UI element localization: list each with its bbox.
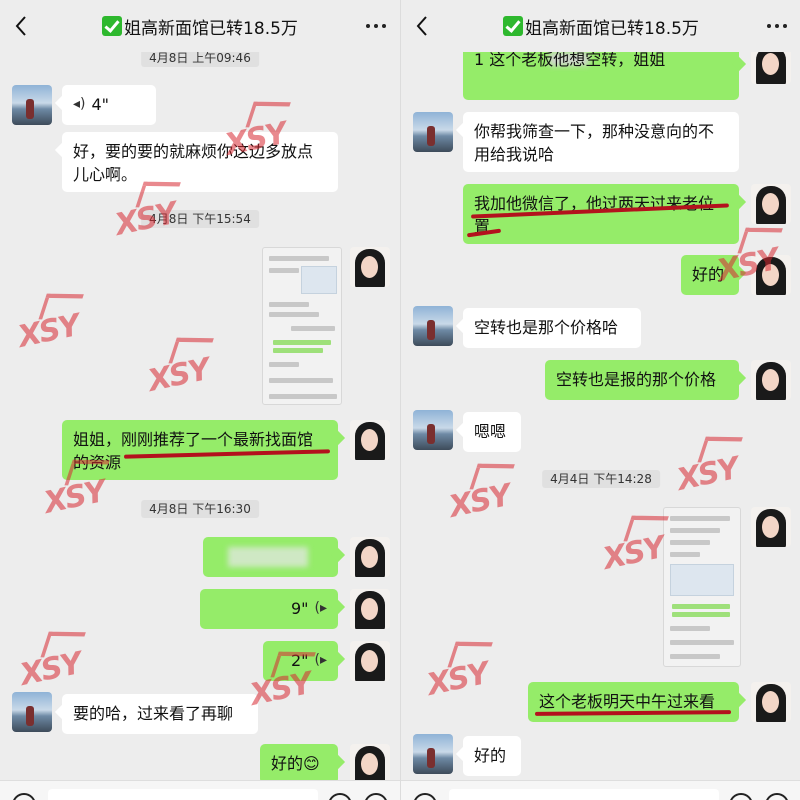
message-text: 嗯嗯 <box>474 422 507 441</box>
more-icon[interactable] <box>366 24 386 28</box>
watermark: XSY <box>674 451 741 498</box>
message-bubble[interactable]: 好的 <box>463 736 521 776</box>
redacted-area <box>228 547 308 567</box>
message-text: 你帮我筛查一下，那种没意向的不用给我说哈 <box>474 122 715 164</box>
watermark: XSY <box>41 474 108 521</box>
avatar-contact[interactable] <box>413 410 453 450</box>
message-text: 好，要的要的就麻烦你这边多放点儿心啊。 <box>73 142 314 184</box>
avatar-self[interactable] <box>751 682 791 722</box>
check-icon <box>503 16 524 36</box>
voice-duration: 2" <box>290 651 309 670</box>
message-text: 这个老板明天中午过来看 <box>539 692 716 711</box>
message-text: 1 这个老板他想空转，姐姐 <box>474 50 666 69</box>
voice-wave-icon: ◂) <box>73 96 86 112</box>
emoji-icon[interactable] <box>328 793 352 800</box>
message-bubble[interactable]: 空转也是那个价格哈 <box>463 308 641 348</box>
voice-duration: 9" <box>290 599 309 618</box>
chat-panel-right: 姐高新面馆已转18.5万 1 这个老板他想空转，姐姐 你帮我筛查一下，那种没意向… <box>400 0 800 800</box>
avatar-contact[interactable] <box>413 734 453 774</box>
avatar-self[interactable] <box>751 360 791 400</box>
voice-duration: 4" <box>91 95 110 114</box>
message-bubble[interactable]: 1 这个老板他想空转，姐姐 <box>463 46 739 100</box>
avatar-contact[interactable] <box>12 85 52 125</box>
avatar-self[interactable] <box>350 744 390 784</box>
watermark: XSY <box>17 646 84 693</box>
voice-message[interactable]: 9" (▸ <box>200 589 338 629</box>
avatar-contact[interactable] <box>413 306 453 346</box>
voice-message[interactable]: 2" (▸ <box>263 641 338 681</box>
chat-header: 姐高新面馆已转18.5万 <box>0 0 400 52</box>
avatar-self[interactable] <box>350 420 390 460</box>
voice-input-icon[interactable] <box>413 793 437 800</box>
redacted-area <box>549 52 589 66</box>
message-text: 空转也是那个价格哈 <box>474 318 619 337</box>
voice-wave-icon: (▸ <box>314 652 328 668</box>
chat-title-text: 姐高新面馆已转18.5万 <box>525 18 699 39</box>
watermark: XSY <box>600 530 667 577</box>
watermark: XSY <box>145 352 212 399</box>
message-input[interactable] <box>449 789 719 800</box>
avatar-self[interactable] <box>751 255 791 295</box>
chat-title: 姐高新面馆已转18.5万 <box>102 14 298 39</box>
timestamp: 4月8日 上午09:46 <box>141 49 259 67</box>
input-bar <box>0 780 400 800</box>
chat-header: 姐高新面馆已转18.5万 <box>401 0 800 52</box>
image-message[interactable] <box>262 247 342 405</box>
message-text: 好的 <box>692 265 725 284</box>
message-bubble[interactable]: 这个老板明天中午过来看 <box>528 682 739 722</box>
check-icon <box>102 16 123 36</box>
message-text: 好的😊 <box>271 754 320 773</box>
more-icon[interactable] <box>767 24 787 28</box>
back-icon[interactable] <box>413 14 433 38</box>
chat-panel-left: 姐高新面馆已转18.5万 4月8日 上午09:46 ◂) 4" 好，要的要的就麻烦… <box>0 0 400 800</box>
avatar-contact[interactable] <box>12 692 52 732</box>
timestamp: 4月4日 下午14:28 <box>542 470 660 488</box>
message-text: 好的 <box>474 746 507 765</box>
voice-wave-icon: (▸ <box>314 600 328 616</box>
timestamp: 4月8日 下午16:30 <box>141 500 259 518</box>
avatar-self[interactable] <box>751 507 791 547</box>
avatar-contact[interactable] <box>413 112 453 152</box>
chat-title-text: 姐高新面馆已转18.5万 <box>124 18 298 39</box>
watermark: XSY <box>424 656 491 703</box>
plus-icon[interactable] <box>364 793 388 800</box>
message-bubble[interactable]: 要的哈，过来看了再聊 <box>62 694 258 734</box>
message-list[interactable]: 1 这个老板他想空转，姐姐 你帮我筛查一下，那种没意向的不用给我说哈 我加他微信… <box>401 44 800 780</box>
timestamp: 4月8日 下午15:54 <box>141 210 259 228</box>
watermark: XSY <box>15 308 82 355</box>
message-bubble[interactable]: 你帮我筛查一下，那种没意向的不用给我说哈 <box>463 112 739 172</box>
message-bubble[interactable]: 嗯嗯 <box>463 412 521 452</box>
plus-icon[interactable] <box>765 793 789 800</box>
avatar-self[interactable] <box>350 589 390 629</box>
watermark: XSY <box>446 478 513 525</box>
avatar-self[interactable] <box>350 537 390 577</box>
image-message[interactable] <box>663 507 741 667</box>
message-text: 要的哈，过来看了再聊 <box>73 704 234 723</box>
message-text: 空转也是报的那个价格 <box>556 370 717 389</box>
message-bubble[interactable]: 好的😊 <box>260 744 338 784</box>
voice-input-icon[interactable] <box>12 793 36 800</box>
message-text: 姐姐，刚刚推荐了一个最新找面馆的资源 <box>73 430 314 472</box>
emoji-icon[interactable] <box>729 793 753 800</box>
back-icon[interactable] <box>12 14 32 38</box>
message-bubble[interactable]: 好，要的要的就麻烦你这边多放点儿心啊。 <box>62 132 338 192</box>
voice-message[interactable]: ◂) 4" <box>62 85 156 125</box>
avatar-self[interactable] <box>350 247 390 287</box>
message-list[interactable]: 4月8日 上午09:46 ◂) 4" 好，要的要的就麻烦你这边多放点儿心啊。 4月… <box>0 49 400 784</box>
chat-title: 姐高新面馆已转18.5万 <box>503 14 699 39</box>
avatar-self[interactable] <box>751 184 791 224</box>
message-input[interactable] <box>48 789 318 800</box>
message-bubble[interactable]: 好的 <box>681 255 739 295</box>
avatar-self[interactable] <box>350 641 390 681</box>
input-bar <box>401 780 800 800</box>
message-bubble[interactable]: 空转也是报的那个价格 <box>545 360 739 400</box>
